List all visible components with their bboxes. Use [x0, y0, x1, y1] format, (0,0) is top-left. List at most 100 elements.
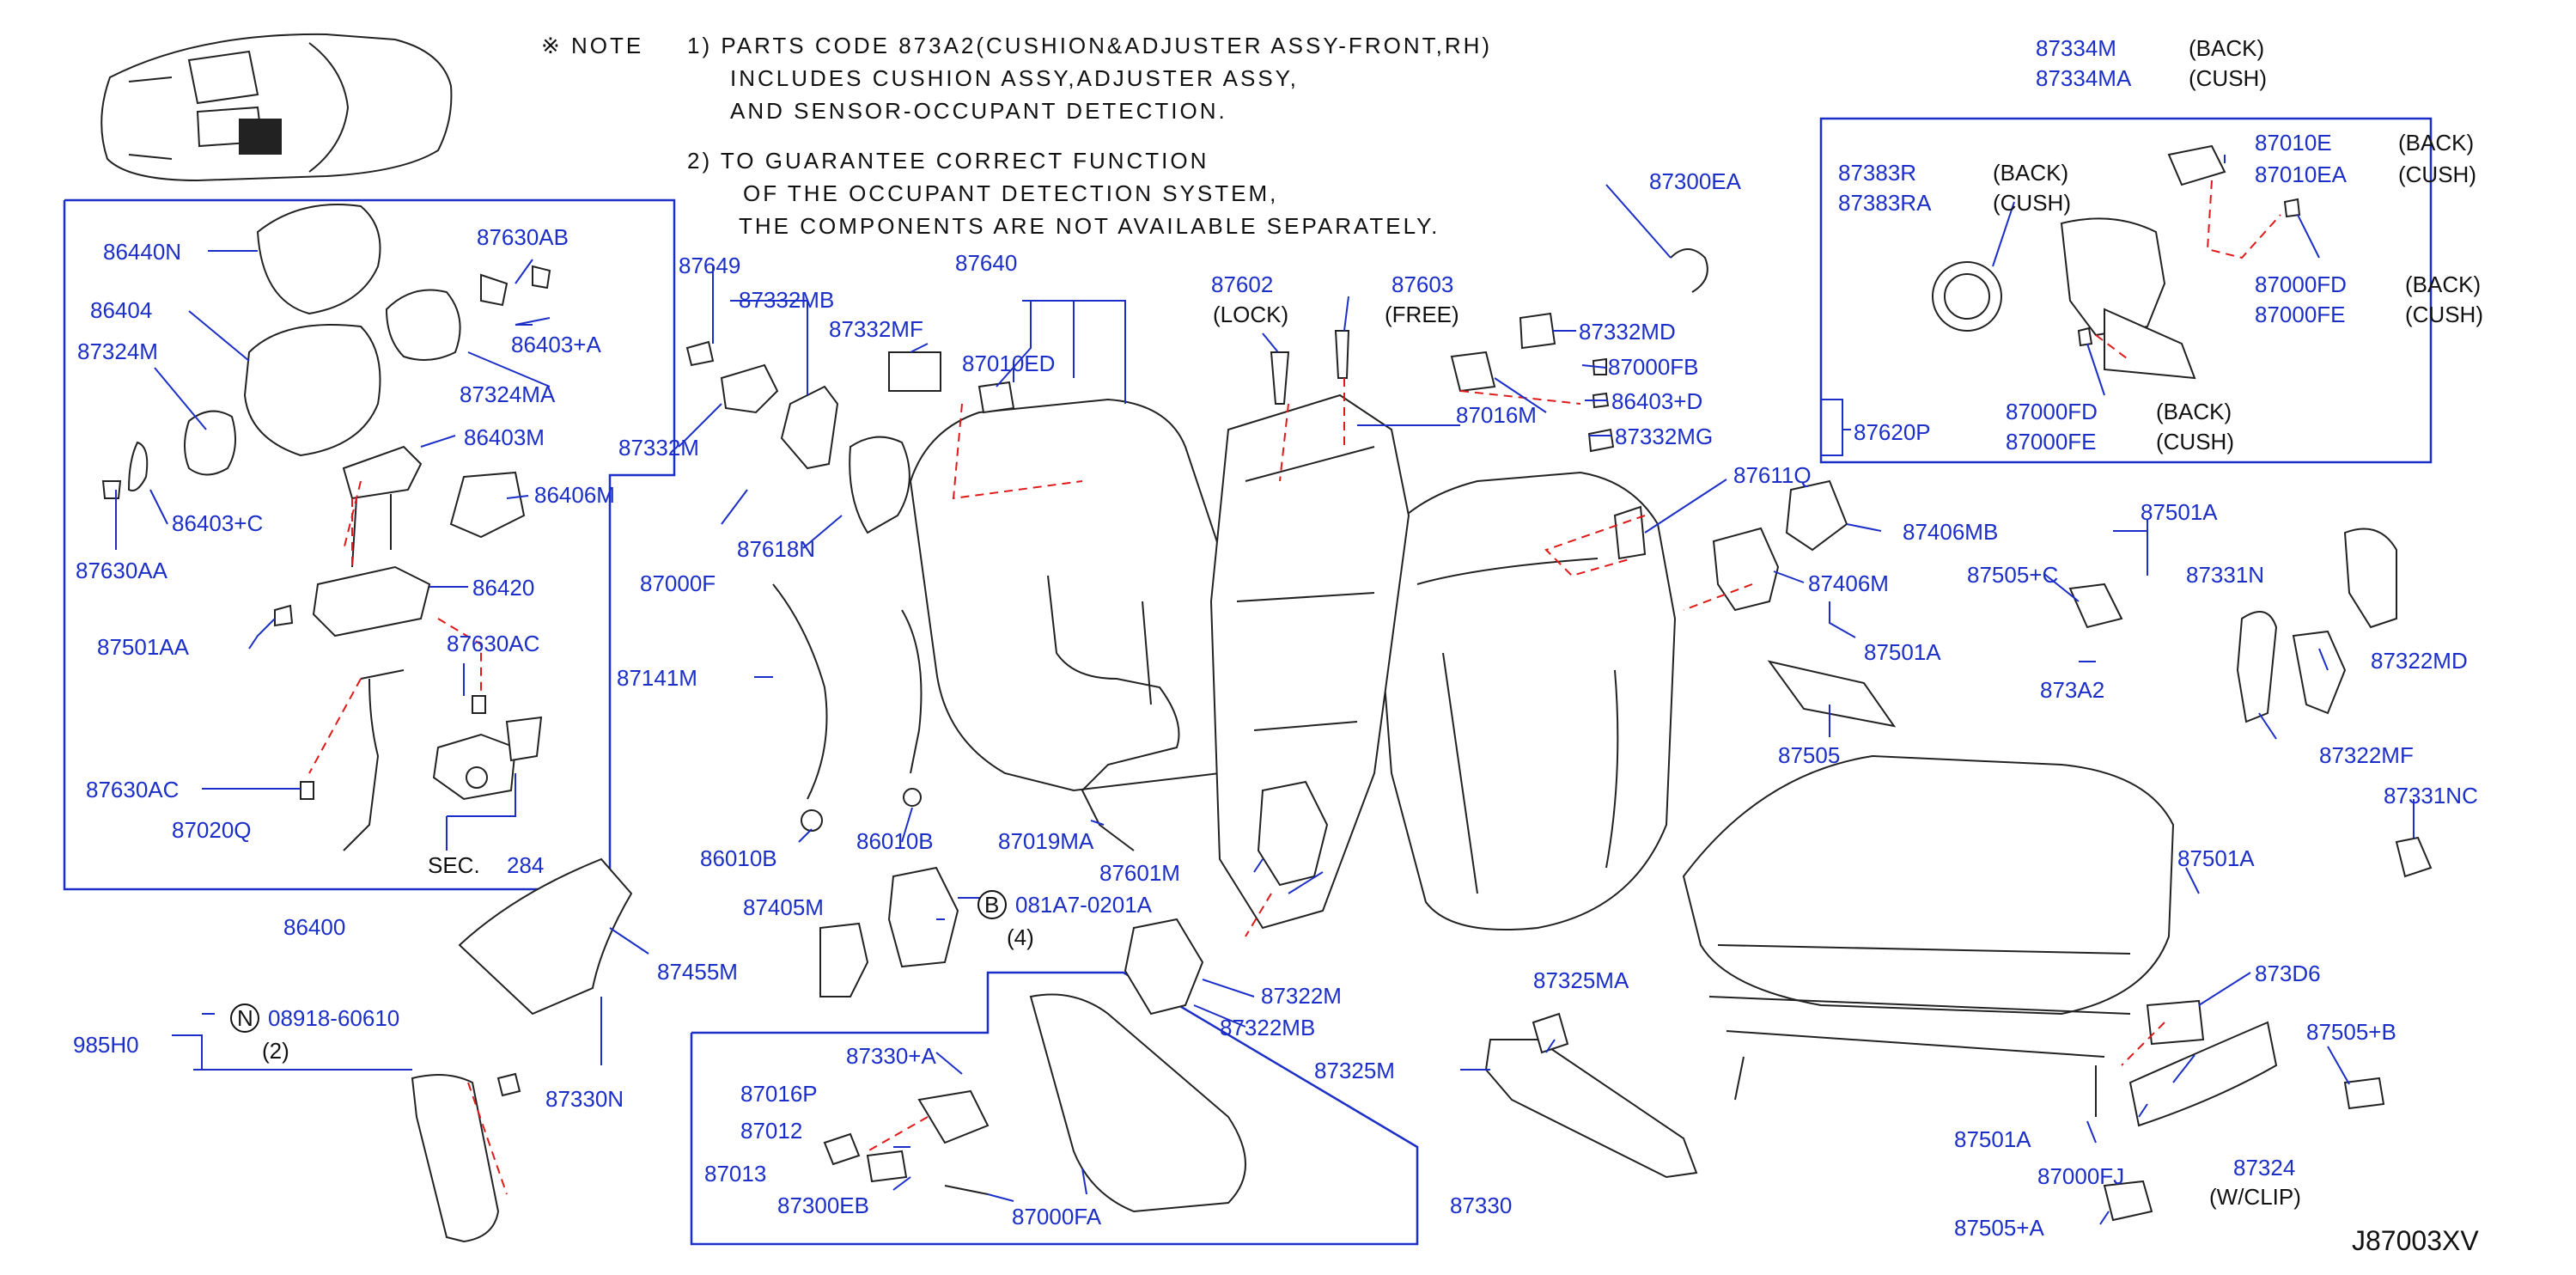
part-label[interactable]: 87332MG: [1615, 424, 1713, 449]
part-label[interactable]: 87010ED: [962, 351, 1055, 376]
part-label[interactable]: 87000FD: [2255, 271, 2347, 297]
qualifier-cush: (CUSH): [1993, 190, 2071, 216]
part-label[interactable]: 87505+B: [2306, 1019, 2396, 1045]
qualifier-wclip: (W/CLIP): [2209, 1184, 2301, 1210]
part-label[interactable]: 87505: [1778, 742, 1840, 768]
part-label[interactable]: 87640: [955, 250, 1017, 276]
part-label[interactable]: 87618N: [737, 536, 815, 562]
part-label[interactable]: 86406M: [534, 482, 615, 508]
part-label[interactable]: 86440N: [103, 239, 181, 265]
part-label[interactable]: 87501A: [1954, 1126, 2031, 1152]
part-label[interactable]: 87324M: [77, 339, 158, 364]
qualifier-cush: (CUSH): [2156, 429, 2234, 454]
part-label[interactable]: 87406MB: [1903, 519, 1998, 545]
part-label[interactable]: 87602: [1211, 271, 1273, 297]
leader-lines: [115, 155, 2415, 1225]
part-label[interactable]: 87611Q: [1733, 462, 1812, 488]
part-label[interactable]: 87012: [740, 1118, 802, 1144]
headrest-group-frame: [63, 198, 676, 891]
part-label[interactable]: 87016P: [740, 1081, 818, 1107]
qualifier-back: (BACK): [2405, 271, 2481, 297]
part-label[interactable]: 87300EA: [1649, 168, 1742, 194]
part-label[interactable]: 86403+A: [511, 332, 601, 357]
part-label[interactable]: 87630AC: [86, 777, 179, 802]
part-label[interactable]: 87405M: [743, 894, 824, 920]
part-label[interactable]: 87322MD: [2371, 648, 2468, 674]
bolt-ref-b-code[interactable]: 081A7-0201A: [1015, 892, 1153, 918]
part-label[interactable]: 87332M: [618, 435, 699, 461]
part-label[interactable]: 87455M: [657, 959, 738, 985]
part-label[interactable]: 87325M: [1314, 1058, 1395, 1083]
part-label[interactable]: 87630AA: [76, 558, 168, 583]
part-label[interactable]: 87019MA: [998, 828, 1094, 854]
part-label[interactable]: 87406M: [1808, 570, 1889, 596]
part-label[interactable]: 86403+C: [172, 510, 263, 536]
part-label[interactable]: 87330+A: [846, 1043, 936, 1069]
part-label[interactable]: 87322MF: [2319, 742, 2414, 768]
part-label[interactable]: 86400: [283, 914, 345, 940]
part-label[interactable]: 985H0: [73, 1032, 139, 1058]
part-label[interactable]: 87332MD: [1579, 319, 1676, 345]
part-label[interactable]: 87324: [2233, 1155, 2295, 1180]
part-label[interactable]: 86403M: [464, 424, 545, 450]
part-label[interactable]: 87010EA: [2255, 162, 2348, 187]
part-label[interactable]: 87000FB: [1608, 354, 1699, 380]
part-label[interactable]: 87383RA: [1838, 190, 1932, 216]
part-label[interactable]: 87322M: [1261, 983, 1342, 1009]
part-label[interactable]: 87300EB: [777, 1193, 869, 1218]
part-label[interactable]: 87325MA: [1533, 967, 1629, 993]
part-label[interactable]: 87322MB: [1220, 1015, 1315, 1040]
part-label[interactable]: 87505+A: [1954, 1215, 2044, 1241]
part-label[interactable]: 87334M: [2036, 35, 2116, 61]
part-label[interactable]: 87330: [1450, 1193, 1512, 1218]
part-label[interactable]: 87141M: [617, 665, 697, 691]
bolt-ref-n-code[interactable]: 08918-60610: [268, 1005, 399, 1031]
part-label[interactable]: 873D6: [2255, 961, 2321, 986]
part-label[interactable]: 87000FE: [2006, 429, 2097, 454]
part-label[interactable]: 87649: [679, 253, 740, 278]
part-label[interactable]: 87324MA: [460, 381, 556, 407]
part-label[interactable]: 87330N: [545, 1086, 624, 1112]
part-label[interactable]: 87630AB: [477, 224, 569, 250]
part-label[interactable]: 873A2: [2040, 677, 2104, 703]
part-label[interactable]: 87332MF: [829, 316, 923, 342]
part-label[interactable]: 87000F: [640, 570, 716, 596]
part-label[interactable]: 86010B: [700, 845, 777, 871]
note-2-line-1: 2) TO GUARANTEE CORRECT FUNCTION: [687, 148, 1209, 174]
qualifier-cush: (CUSH): [2189, 65, 2267, 91]
part-label[interactable]: 87501A: [1864, 639, 1941, 665]
part-label[interactable]: 87016M: [1456, 402, 1537, 428]
sensor-parts: [1932, 144, 2301, 380]
part-label[interactable]: 87000FD: [2006, 399, 2098, 424]
part-label[interactable]: 87620P: [1854, 419, 1931, 445]
part-label[interactable]: 87331N: [2186, 562, 2264, 588]
part-label[interactable]: 87603: [1392, 271, 1453, 297]
part-label[interactable]: 86420: [472, 575, 534, 601]
part-label[interactable]: 86404: [90, 297, 152, 323]
part-label[interactable]: 87332MB: [739, 287, 834, 313]
sec-ref-number[interactable]: 284: [507, 852, 544, 878]
note-1-line-3: AND SENSOR-OCCUPANT DETECTION.: [730, 98, 1227, 124]
part-label[interactable]: 87383R: [1838, 160, 1916, 186]
qualifier-cush: (CUSH): [2405, 302, 2483, 327]
part-label[interactable]: 87013: [704, 1161, 766, 1187]
sensor-group-frame: [1819, 117, 2433, 464]
part-label[interactable]: 87010E: [2255, 130, 2332, 156]
qualifier-back: (BACK): [1993, 160, 2068, 186]
part-label[interactable]: 87000FA: [1012, 1204, 1102, 1229]
part-label[interactable]: 86010B: [856, 828, 934, 854]
part-label[interactable]: 87501A: [2177, 845, 2255, 871]
part-label[interactable]: 87505+C: [1967, 562, 2058, 588]
part-label[interactable]: 87334MA: [2036, 65, 2132, 91]
part-label[interactable]: 87601M: [1099, 860, 1180, 886]
part-label[interactable]: 86403+D: [1611, 388, 1702, 414]
part-label[interactable]: 87501AA: [97, 634, 190, 660]
part-label[interactable]: 87630AC: [447, 631, 539, 656]
part-label[interactable]: 87000FE: [2255, 302, 2346, 327]
part-label[interactable]: 87331NC: [2384, 783, 2478, 808]
car-locator-icon: [100, 33, 453, 182]
part-label[interactable]: 87501A: [2141, 499, 2218, 525]
part-label[interactable]: 87000FJ: [2037, 1163, 2124, 1189]
part-label[interactable]: 87020Q: [172, 817, 252, 843]
